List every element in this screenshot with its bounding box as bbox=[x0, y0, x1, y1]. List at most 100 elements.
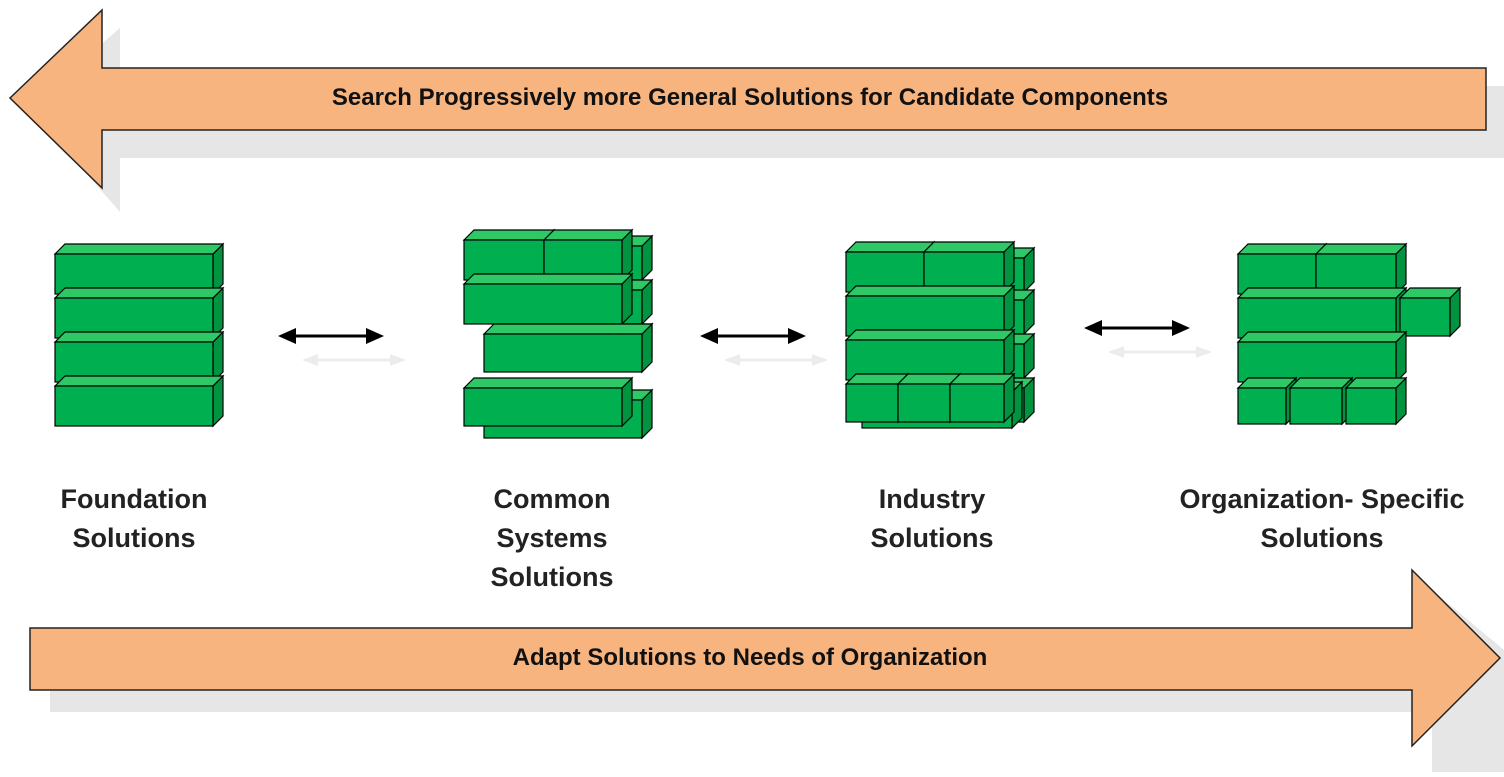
block-row-3-top bbox=[844, 329, 1016, 341]
block-row-3 bbox=[1236, 330, 1408, 384]
connector-2-shadow-head-right bbox=[812, 354, 828, 366]
block-row-2 bbox=[1236, 286, 1408, 340]
block-bottom-1-front bbox=[845, 383, 899, 423]
block-1-top bbox=[53, 243, 225, 255]
block-bottom-3 bbox=[1344, 376, 1408, 426]
block-bottom-3-top bbox=[1344, 377, 1408, 389]
stack-foundation-blocks bbox=[53, 242, 225, 428]
stack-label-industry: Industry Solutions bbox=[762, 480, 1102, 558]
block-row-3-top bbox=[1236, 331, 1408, 343]
connector-3-shadow-head-right bbox=[1196, 346, 1212, 358]
block-row-2-front bbox=[463, 283, 623, 325]
connector-3 bbox=[1084, 320, 1212, 358]
block-2-front bbox=[54, 297, 214, 339]
connector-3-head-right bbox=[1172, 320, 1190, 336]
block-3-top bbox=[53, 331, 225, 343]
stack-label-organization-specific-line-1: Organization- Specific bbox=[1179, 484, 1465, 514]
block-top-left bbox=[844, 240, 936, 294]
stack-label-organization-specific: Organization- Specific Solutions bbox=[1152, 480, 1492, 558]
block-row-2-top bbox=[1236, 287, 1408, 299]
block-row-2 bbox=[844, 284, 1016, 338]
block-top-left bbox=[1236, 242, 1328, 296]
block-1 bbox=[53, 242, 225, 296]
block-row-2 bbox=[462, 272, 634, 326]
stack-label-common-systems-line-2: Systems bbox=[496, 523, 608, 553]
connector-1 bbox=[278, 328, 406, 366]
block-row-4-top bbox=[462, 377, 634, 389]
connector-1-shadow-head-left bbox=[302, 354, 318, 366]
block-row-4-front bbox=[463, 387, 623, 427]
block-bottom-1-front bbox=[1237, 387, 1287, 425]
block-4-top bbox=[53, 375, 225, 387]
connector-2-shadow-head-left bbox=[724, 354, 740, 366]
stack-organization-specific-blocks bbox=[1236, 242, 1462, 426]
block-2-top bbox=[53, 287, 225, 299]
stack-label-foundation: Foundation Solutions bbox=[0, 480, 304, 558]
block-3-front bbox=[54, 341, 214, 383]
connector-2-head-right bbox=[788, 328, 806, 344]
stack-label-foundation-line-2: Solutions bbox=[72, 523, 196, 553]
stack-common-systems-blocks bbox=[462, 228, 654, 440]
block-top-right-top bbox=[922, 241, 1016, 253]
block-row-3-top bbox=[482, 323, 654, 335]
block-top-right-top bbox=[1314, 243, 1408, 255]
connector-1-shadow-head-right bbox=[390, 354, 406, 366]
block-bottom-3-front bbox=[1345, 387, 1397, 425]
block-row-3 bbox=[844, 328, 1016, 382]
connector-1-head-right bbox=[366, 328, 384, 344]
stack-label-foundation-line-1: Foundation bbox=[60, 484, 208, 514]
block-4-front bbox=[54, 385, 214, 427]
block-top-right bbox=[922, 240, 1016, 294]
connector-2 bbox=[700, 328, 828, 366]
block-bottom-1 bbox=[1236, 376, 1298, 426]
connector-2-head-left bbox=[700, 328, 718, 344]
block-1-front bbox=[54, 253, 214, 295]
stack-industry-blocks bbox=[844, 240, 1036, 430]
bottom-arrow-label: Adapt Solutions to Needs of Organization bbox=[512, 644, 988, 671]
block-bottom-3 bbox=[948, 372, 1016, 424]
block-row-3-front bbox=[1237, 341, 1397, 383]
block-bottom-1-top bbox=[1236, 377, 1298, 389]
block-side-extension-front bbox=[1399, 297, 1451, 337]
connector-3-head-left bbox=[1084, 320, 1102, 336]
block-bottom-3-top bbox=[948, 373, 1016, 385]
block-bottom-3-front bbox=[949, 383, 1005, 423]
connector-3-shadow-head-left bbox=[1108, 346, 1124, 358]
block-bottom-2 bbox=[1288, 376, 1354, 426]
block-row-2-top bbox=[462, 273, 634, 285]
block-side-extension-top bbox=[1398, 287, 1462, 299]
stack-label-common-systems-line-1: Common bbox=[493, 484, 611, 514]
bottom-arrow-shape bbox=[29, 568, 1502, 748]
stack-label-industry-line-1: Industry bbox=[878, 484, 986, 514]
block-bottom-2-front bbox=[1289, 387, 1343, 425]
top-arrow-shape bbox=[8, 8, 1487, 190]
block-bottom-2-front bbox=[897, 383, 951, 423]
block-side-extension bbox=[1398, 286, 1462, 338]
connector-1-head-left bbox=[278, 328, 296, 344]
block-top-left bbox=[462, 228, 556, 282]
top-arrow-label: Search Progressively more General Soluti… bbox=[331, 84, 1169, 111]
block-top-left-top bbox=[462, 229, 556, 241]
block-row-2-front bbox=[1237, 297, 1397, 339]
block-top-right-front bbox=[543, 239, 623, 281]
bottom-arrow bbox=[29, 568, 1504, 772]
block-top-left-front bbox=[463, 239, 545, 281]
block-top-right bbox=[542, 228, 634, 282]
block-3 bbox=[53, 330, 225, 384]
block-top-right bbox=[1314, 242, 1408, 296]
block-bottom-2-top bbox=[1288, 377, 1354, 389]
block-row-2-top bbox=[844, 285, 1016, 297]
stack-label-organization-specific-line-2: Solutions bbox=[1260, 523, 1384, 553]
block-4 bbox=[53, 374, 225, 428]
stack-label-common-systems: Common Systems Solutions bbox=[382, 480, 722, 597]
block-row-4 bbox=[462, 376, 634, 428]
top-arrow bbox=[8, 8, 1504, 212]
block-row-3 bbox=[482, 322, 654, 374]
stack-label-industry-line-2: Solutions bbox=[870, 523, 994, 553]
block-top-left-top bbox=[1236, 243, 1328, 255]
block-top-right-top bbox=[542, 229, 634, 241]
block-top-left-front bbox=[1237, 253, 1317, 295]
block-2 bbox=[53, 286, 225, 340]
